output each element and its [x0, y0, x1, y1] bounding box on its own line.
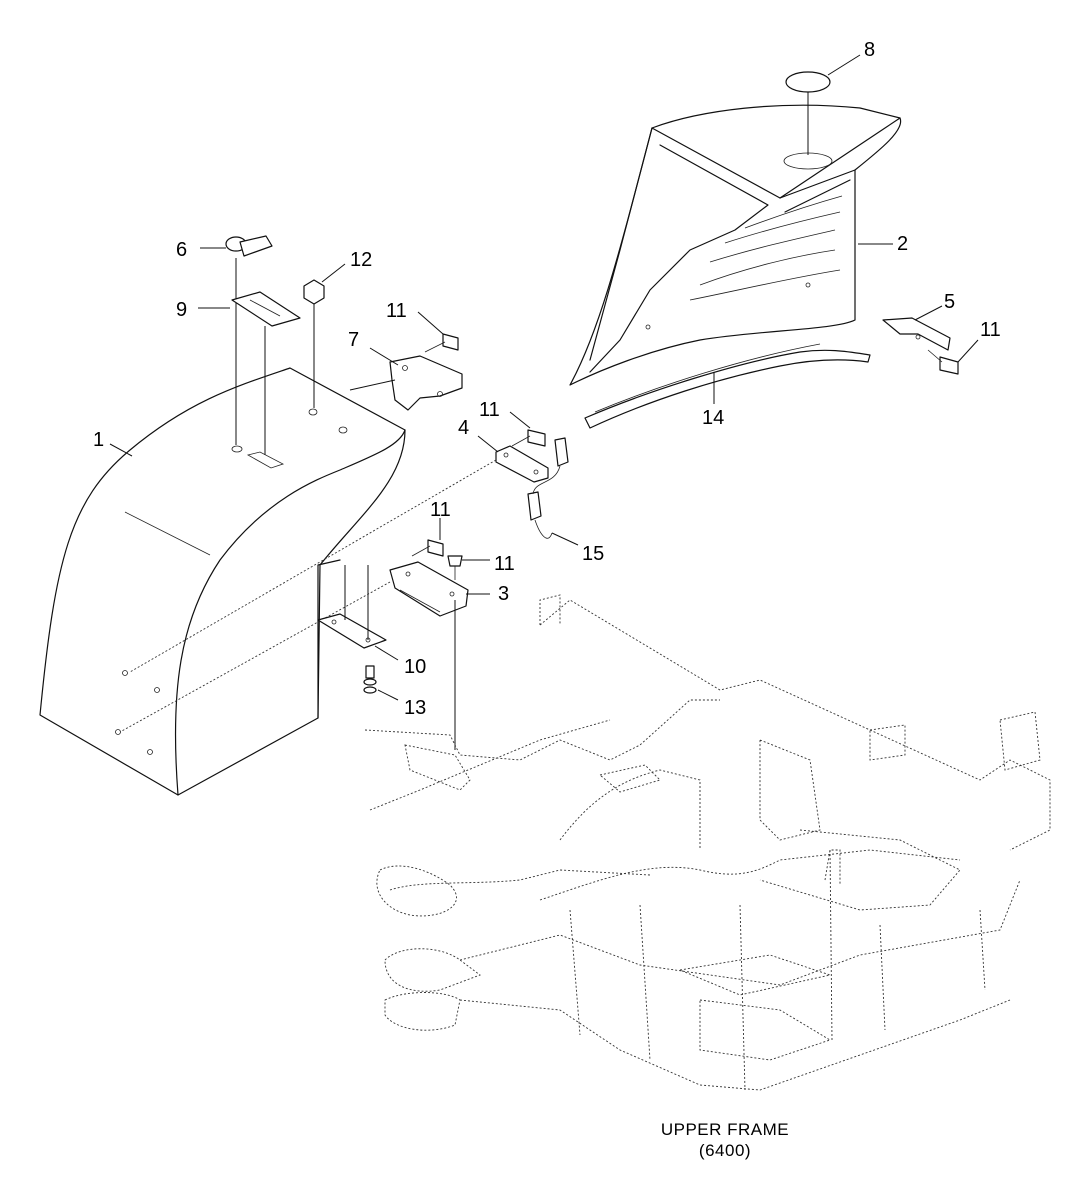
callout-4: 4 — [458, 417, 469, 439]
callouts: 1 2 3 4 5 6 7 8 9 10 11 11 11 11 11 12 1… — [93, 39, 1001, 719]
callout-2: 2 — [897, 233, 908, 255]
callout-5: 5 — [944, 291, 955, 313]
bracket-part-4 — [129, 435, 549, 673]
bolt-part-11 — [411, 311, 979, 580]
plate-part-10 — [317, 565, 399, 661]
plate-part-9 — [198, 291, 301, 455]
callout-10: 10 — [404, 656, 426, 678]
hinge-part-7 — [349, 347, 463, 411]
bracket-part-3 — [119, 561, 490, 750]
callout-14: 14 — [702, 407, 724, 429]
callout-12: 12 — [350, 249, 372, 271]
callout-11-d: 11 — [494, 553, 515, 575]
callout-11-c: 11 — [430, 499, 451, 521]
callout-11-b: 11 — [479, 399, 500, 421]
callout-11-e: 11 — [980, 319, 1001, 341]
callout-9: 9 — [176, 299, 187, 321]
callout-15: 15 — [582, 543, 604, 565]
callout-1: 1 — [93, 429, 104, 451]
callout-7: 7 — [348, 329, 359, 351]
latch-part-6 — [200, 235, 273, 445]
bolt-part-13 — [363, 665, 399, 701]
bracket-part-5 — [882, 305, 951, 351]
callout-8: 8 — [864, 39, 875, 61]
caption-title: UPPER FRAME — [660, 1120, 790, 1139]
callout-6: 6 — [176, 239, 187, 261]
upper-frame — [364, 594, 1051, 1091]
side-panel-part-2 — [569, 104, 902, 429]
callout-3: 3 — [498, 583, 509, 605]
seal-strip-part-14 — [584, 349, 871, 429]
cap-part-8 — [785, 54, 861, 155]
nut-part-12 — [303, 263, 346, 408]
cable-part-15 — [527, 437, 579, 546]
callout-11-a: 11 — [386, 300, 407, 322]
caption-code: (6400) — [698, 1141, 752, 1160]
cover-part-1 — [39, 367, 406, 796]
callout-13: 13 — [404, 697, 426, 719]
